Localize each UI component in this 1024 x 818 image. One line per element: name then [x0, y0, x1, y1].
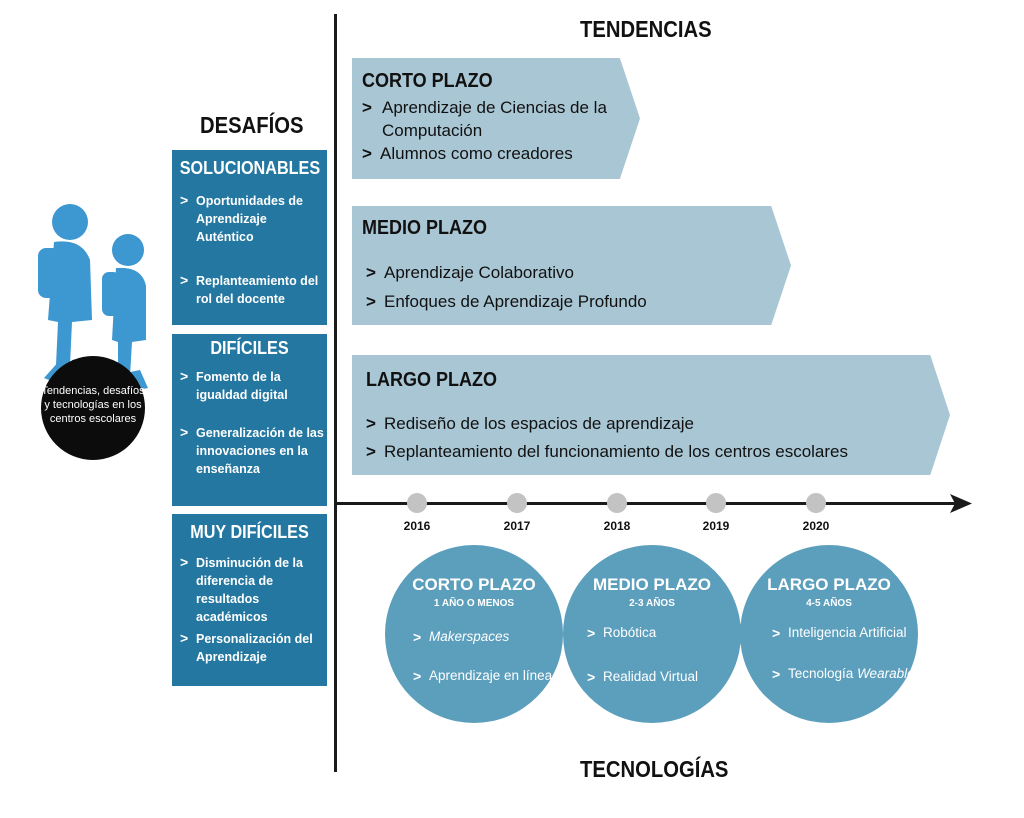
chevron-icon: > — [362, 98, 372, 117]
trend-short-term: CORTO PLAZO > Aprendizaje de Ciencias de… — [352, 58, 640, 179]
chevron-icon: > — [362, 144, 372, 163]
trend-title: MEDIO PLAZO — [362, 217, 488, 239]
challenge-item: > Disminución de la diferencia de result… — [180, 554, 303, 624]
year-label: 2016 — [403, 519, 431, 533]
chevron-icon: > — [772, 625, 781, 641]
challenges-heading: DESAFÍOS — [200, 112, 304, 138]
tech-title: CORTO PLAZO — [412, 575, 536, 594]
challenge-item: > Generalización de las innovaciones en … — [180, 424, 324, 476]
chevron-icon: > — [180, 424, 189, 440]
challenge-very-difficult: MUY DIFÍCILES > Disminución de la difere… — [172, 514, 327, 686]
trend-item: > Rediseño de los espacios de aprendizaj… — [366, 414, 694, 433]
chevron-icon: > — [180, 192, 189, 208]
trend-item: > Replanteamiento del funcionamiento de … — [366, 442, 848, 461]
timeline-tick — [607, 493, 627, 513]
chevron-icon: > — [772, 666, 781, 682]
tech-medium-term: MEDIO PLAZO 2-3 AÑOS > Robótica > Realid… — [563, 545, 741, 723]
timeline-tick — [407, 493, 427, 513]
students-illustration — [38, 204, 148, 460]
trend-title: LARGO PLAZO — [366, 369, 497, 391]
chevron-icon: > — [180, 630, 189, 646]
year-label: 2018 — [603, 519, 631, 533]
tech-item: > Makerspaces — [413, 629, 510, 645]
intro-caption: Tendencias, desafíos y tecnologías en lo… — [41, 385, 145, 425]
tech-item: > Inteligencia Artificial — [772, 625, 907, 641]
chevron-icon: > — [413, 668, 422, 684]
tech-title: MEDIO PLAZO — [592, 575, 712, 594]
tech-item: > Tecnología Wearable — [772, 666, 915, 682]
tech-long-term: LARGO PLAZO 4-5 AÑOS > Inteligencia Arti… — [740, 545, 918, 723]
challenge-title: DIFÍCILES — [210, 338, 289, 358]
year-label: 2017 — [503, 519, 531, 533]
tech-subtitle: 4-5 AÑOS — [806, 598, 852, 609]
technologies-heading: TECNOLOGÍAS — [580, 756, 729, 782]
challenge-title: MUY DIFÍCILES — [190, 522, 309, 542]
trend-title: CORTO PLAZO — [362, 70, 493, 92]
challenge-title: SOLUCIONABLES — [179, 158, 321, 178]
trends-heading: TENDENCIAS — [580, 16, 712, 42]
chevron-icon: > — [366, 442, 376, 461]
tech-item: > Robótica — [587, 625, 657, 641]
chevron-icon: > — [366, 292, 376, 311]
chevron-icon: > — [587, 625, 596, 641]
trend-item: > Alumnos como creadores — [362, 144, 573, 163]
challenge-item: > Replanteamiento del rol del docente — [180, 272, 319, 306]
chevron-icon: > — [180, 272, 189, 288]
tech-title: LARGO PLAZO — [767, 575, 891, 594]
tech-subtitle: 2-3 AÑOS — [629, 598, 675, 609]
trend-item: > Aprendizaje Colaborativo — [366, 263, 574, 282]
tech-subtitle: 1 AÑO O MENOS — [433, 598, 515, 609]
timeline-tick — [806, 493, 826, 513]
trend-long-term: LARGO PLAZO > Rediseño de los espacios d… — [352, 355, 950, 475]
year-label: 2020 — [802, 519, 830, 533]
timeline-axis — [337, 502, 959, 505]
chevron-icon: > — [366, 414, 376, 433]
challenge-item: > Personalización del Aprendizaje — [180, 630, 313, 664]
timeline-arrowhead-icon — [950, 494, 972, 513]
chevron-icon: > — [180, 554, 189, 570]
intro-circle-shape — [41, 356, 145, 460]
trend-medium-term: MEDIO PLAZO > Aprendizaje Colaborativo >… — [352, 206, 791, 325]
trend-item: > Aprendizaje de Ciencias de la Computac… — [362, 98, 607, 140]
timeline-tick — [507, 493, 527, 513]
vertical-divider — [334, 14, 337, 772]
year-label: 2019 — [702, 519, 730, 533]
challenge-item: > Fomento de la igualdad digital — [180, 368, 288, 402]
challenge-solvable: SOLUCIONABLES > Oportunidades de Aprendi… — [172, 150, 327, 325]
tech-item: > Realidad Virtual — [587, 669, 699, 685]
challenge-difficult: DIFÍCILES > Fomento de la igualdad digit… — [172, 334, 327, 506]
chevron-icon: > — [180, 368, 189, 384]
challenge-item: > Oportunidades de Aprendizaje Auténtico — [180, 192, 303, 244]
tech-item: > Aprendizaje en línea — [413, 668, 553, 684]
timeline-tick — [706, 493, 726, 513]
chevron-icon: > — [587, 669, 596, 685]
tech-short-term: CORTO PLAZO 1 AÑO O MENOS > Makerspaces … — [385, 545, 563, 723]
chevron-icon: > — [366, 263, 376, 282]
trend-item: > Enfoques de Aprendizaje Profundo — [366, 292, 647, 311]
chevron-icon: > — [413, 629, 422, 645]
